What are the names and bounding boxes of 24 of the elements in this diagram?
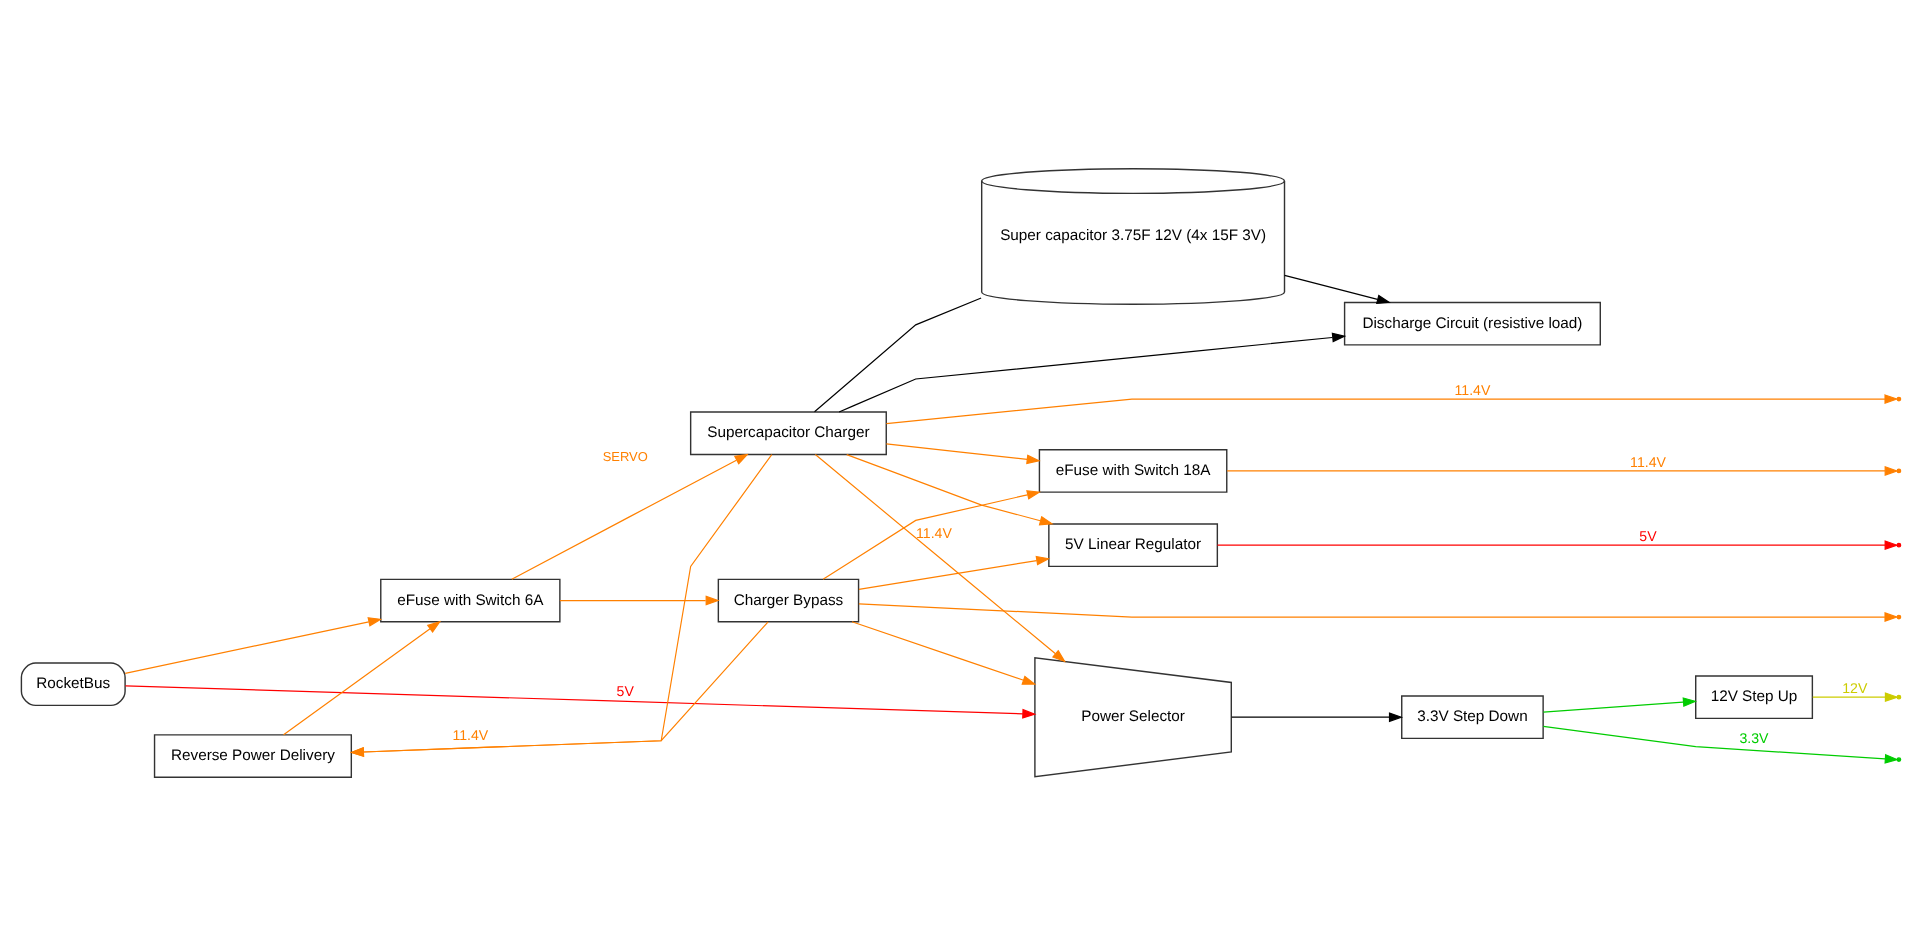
arrow bbox=[1283, 274, 1391, 305]
arrow bbox=[349, 621, 769, 757]
arrow bbox=[349, 454, 773, 757]
arrow bbox=[1216, 540, 1899, 551]
arrow bbox=[885, 394, 1899, 425]
arrow bbox=[885, 443, 1041, 465]
arrow bbox=[124, 685, 1037, 719]
arrow bbox=[282, 620, 442, 736]
arrow bbox=[858, 603, 1899, 622]
arrow bbox=[858, 555, 1051, 590]
arrow bbox=[559, 595, 720, 606]
arrow bbox=[1231, 712, 1404, 723]
arrow bbox=[822, 490, 1041, 580]
arrow bbox=[851, 621, 1037, 685]
arrow bbox=[1226, 465, 1899, 476]
arrow bbox=[124, 617, 383, 674]
arrow bbox=[511, 453, 749, 580]
connector bbox=[813, 297, 982, 413]
arrow bbox=[846, 454, 1054, 526]
arrow bbox=[1542, 725, 1899, 764]
arrow bbox=[1542, 697, 1698, 713]
arrow bbox=[838, 332, 1347, 413]
arrow bbox=[1812, 692, 1899, 703]
arrow bbox=[814, 454, 1066, 663]
